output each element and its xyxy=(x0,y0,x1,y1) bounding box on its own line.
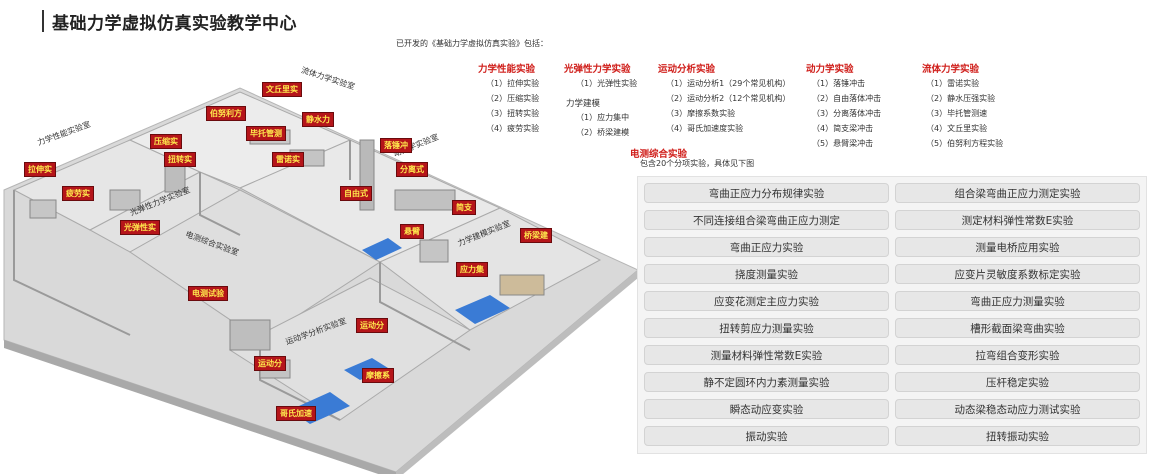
lab-tag-bernoulli[interactable]: 伯努利方 xyxy=(206,106,246,121)
experiment-button[interactable]: 应变花测定主应力实验 xyxy=(644,291,889,311)
experiment-grid: 弯曲正应力分布规律实验 组合梁弯曲正应力测定实验 不同连接组合梁弯曲正应力测定 … xyxy=(637,176,1147,454)
category-item[interactable]: （1）拉伸实验 xyxy=(486,79,540,88)
category-item[interactable]: （4）文丘里实验 xyxy=(926,124,988,133)
lab-tag-tension[interactable]: 拉伸实 xyxy=(24,162,56,177)
floor-slab-side xyxy=(396,270,638,474)
intro-text: 已开发的《基础力学虚拟仿真实验》包括： xyxy=(396,39,548,48)
lab-tag-hydrostatic[interactable]: 静水力 xyxy=(302,112,334,127)
equipment xyxy=(419,239,449,263)
wall-line xyxy=(199,172,241,236)
floor-slab-shadow xyxy=(4,340,396,474)
category-item[interactable]: （2）静水压强实验 xyxy=(926,94,996,103)
category-title-electrical[interactable]: 电测综合实验 xyxy=(630,149,688,160)
lab-tag-venturi[interactable]: 文丘里实 xyxy=(262,82,302,97)
lab-tag-photoelastic[interactable]: 光弹性实 xyxy=(120,220,160,235)
category-item[interactable]: （3）扭转实验 xyxy=(486,109,540,118)
category-item[interactable]: （1）光弹性实验 xyxy=(576,79,638,88)
title-accent-bar xyxy=(42,10,44,32)
category-item[interactable]: （1）雷诺实验 xyxy=(926,79,980,88)
experiment-button[interactable]: 振动实验 xyxy=(644,426,889,446)
experiment-button[interactable]: 组合梁弯曲正应力测定实验 xyxy=(895,183,1140,203)
equipment xyxy=(229,319,271,351)
blue-zone xyxy=(455,295,510,324)
lab-tag-fatigue[interactable]: 疲劳实 xyxy=(62,186,94,201)
category-list-dynamics: （1）落锤冲击 （2）自由落体冲击 （3）分离落体冲击 （4）简支梁冲击 （5）… xyxy=(812,76,881,151)
lab-floor-illustration xyxy=(3,87,639,474)
electrical-note: 包含20个分项实验，具体见下图 xyxy=(640,159,755,168)
equipment xyxy=(499,274,545,296)
category-item[interactable]: （2）压缩实验 xyxy=(486,94,540,103)
category-item[interactable]: （1）应力集中 xyxy=(576,113,630,122)
category-item[interactable]: （5）悬臂梁冲击 xyxy=(812,139,874,148)
experiment-button[interactable]: 不同连接组合梁弯曲正应力测定 xyxy=(644,210,889,230)
lab-tag-cantilever[interactable]: 悬臂 xyxy=(400,224,424,239)
category-item[interactable]: （4）哥氏加速度实验 xyxy=(666,124,744,133)
category-item[interactable]: （4）简支梁冲击 xyxy=(812,124,874,133)
room-kinematics xyxy=(228,277,471,421)
experiment-button[interactable]: 槽形截面梁弯曲实验 xyxy=(895,318,1140,338)
experiment-button[interactable]: 测量材料弹性常数E实验 xyxy=(644,345,889,365)
category-item[interactable]: （3）摩擦系数实验 xyxy=(666,109,736,118)
experiment-button[interactable]: 应变片灵敏度系数标定实验 xyxy=(895,264,1140,284)
category-item[interactable]: （2）运动分析2（12个常见机构） xyxy=(666,94,791,103)
category-item[interactable]: （5）伯努利方程实验 xyxy=(926,139,1004,148)
experiment-button[interactable]: 挠度测量实验 xyxy=(644,264,889,284)
lab-tag-pitot[interactable]: 毕托管测 xyxy=(246,126,286,141)
category-item[interactable]: （3）毕托管测速 xyxy=(926,109,988,118)
page-title: 基础力学虚拟仿真实验教学中心 xyxy=(52,13,297,34)
category-item[interactable]: （2）自由落体冲击 xyxy=(812,94,882,103)
category-item[interactable]: （1）运动分析1（29个常见机构） xyxy=(666,79,791,88)
page-header: 基础力学虚拟仿真实验教学中心 xyxy=(42,8,297,34)
experiment-button[interactable]: 拉弯组合变形实验 xyxy=(895,345,1140,365)
lab-tag-torsion[interactable]: 扭转实 xyxy=(164,152,196,167)
lab-tag-stress-concentration[interactable]: 应力集 xyxy=(456,262,488,277)
experiment-button[interactable]: 瞬态动应变实验 xyxy=(644,399,889,419)
subcategory-list-modeling: （1）应力集中 （2）桥梁建模 xyxy=(576,110,629,140)
category-item[interactable]: （1）落锤冲击 xyxy=(812,79,866,88)
experiment-button[interactable]: 动态梁稳态动应力测试实验 xyxy=(895,399,1140,419)
experiment-button[interactable]: 扭转剪应力测量实验 xyxy=(644,318,889,338)
lab-tag-compression[interactable]: 压缩实 xyxy=(150,134,182,149)
lab-tag-free-fall[interactable]: 自由式 xyxy=(340,186,372,201)
category-item[interactable]: （2）桥梁建模 xyxy=(576,128,630,137)
blue-zone xyxy=(362,238,402,260)
lab-tag-coriolis[interactable]: 哥氏加速 xyxy=(276,406,316,421)
lab-tag-reynolds[interactable]: 雷诺实 xyxy=(272,152,304,167)
lab-tag-separated[interactable]: 分离式 xyxy=(396,162,428,177)
category-title-fluid[interactable]: 流体力学实验 xyxy=(922,64,980,75)
lab-tag-drop-hammer[interactable]: 落锤冲 xyxy=(380,138,412,153)
category-title-motion[interactable]: 运动分析实验 xyxy=(658,64,716,75)
equipment xyxy=(394,189,456,211)
lab-tag-friction[interactable]: 摩擦系 xyxy=(362,368,394,383)
lab-tag-bridge-model[interactable]: 桥梁建 xyxy=(520,228,552,243)
experiment-button[interactable]: 弯曲正应力分布规律实验 xyxy=(644,183,889,203)
experiment-button[interactable]: 扭转振动实验 xyxy=(895,426,1140,446)
equipment xyxy=(109,189,141,211)
category-item[interactable]: （4）疲劳实验 xyxy=(486,124,540,133)
experiment-button[interactable]: 弯曲正应力实验 xyxy=(644,237,889,257)
experiment-button[interactable]: 测定材料弹性常数E实验 xyxy=(895,210,1140,230)
equipment xyxy=(29,199,57,219)
experiment-button[interactable]: 测量电桥应用实验 xyxy=(895,237,1140,257)
lab-tag-motion-2[interactable]: 运动分 xyxy=(254,356,286,371)
category-list-mechanical: （1）拉伸实验 （2）压缩实验 （3）扭转实验 （4）疲劳实验 xyxy=(486,76,539,136)
lab-tag-motion-1[interactable]: 运动分 xyxy=(356,318,388,333)
subcategory-title-modeling: 力学建模 xyxy=(566,99,601,109)
category-list-photoelastic: （1）光弹性实验 xyxy=(576,76,637,91)
experiment-button[interactable]: 静不定圆环内力素测量实验 xyxy=(644,372,889,392)
category-list-fluid: （1）雷诺实验 （2）静水压强实验 （3）毕托管测速 （4）文丘里实验 （5）伯… xyxy=(926,76,1003,151)
category-list-motion: （1）运动分析1（29个常见机构） （2）运动分析2（12个常见机构） （3）摩… xyxy=(666,76,790,136)
experiment-button[interactable]: 弯曲正应力测量实验 xyxy=(895,291,1140,311)
category-title-photoelastic[interactable]: 光弹性力学实验 xyxy=(564,64,631,75)
lab-tag-electrical[interactable]: 电测试验 xyxy=(188,286,228,301)
wall-line xyxy=(379,262,471,351)
category-title-mechanical[interactable]: 力学性能实验 xyxy=(478,64,536,75)
category-title-dynamics[interactable]: 动力学实验 xyxy=(806,64,854,75)
experiment-button[interactable]: 压杆稳定实验 xyxy=(895,372,1140,392)
wall-line xyxy=(13,190,131,336)
lab-tag-simple-beam[interactable]: 简支 xyxy=(452,200,476,215)
category-item[interactable]: （3）分离落体冲击 xyxy=(812,109,882,118)
